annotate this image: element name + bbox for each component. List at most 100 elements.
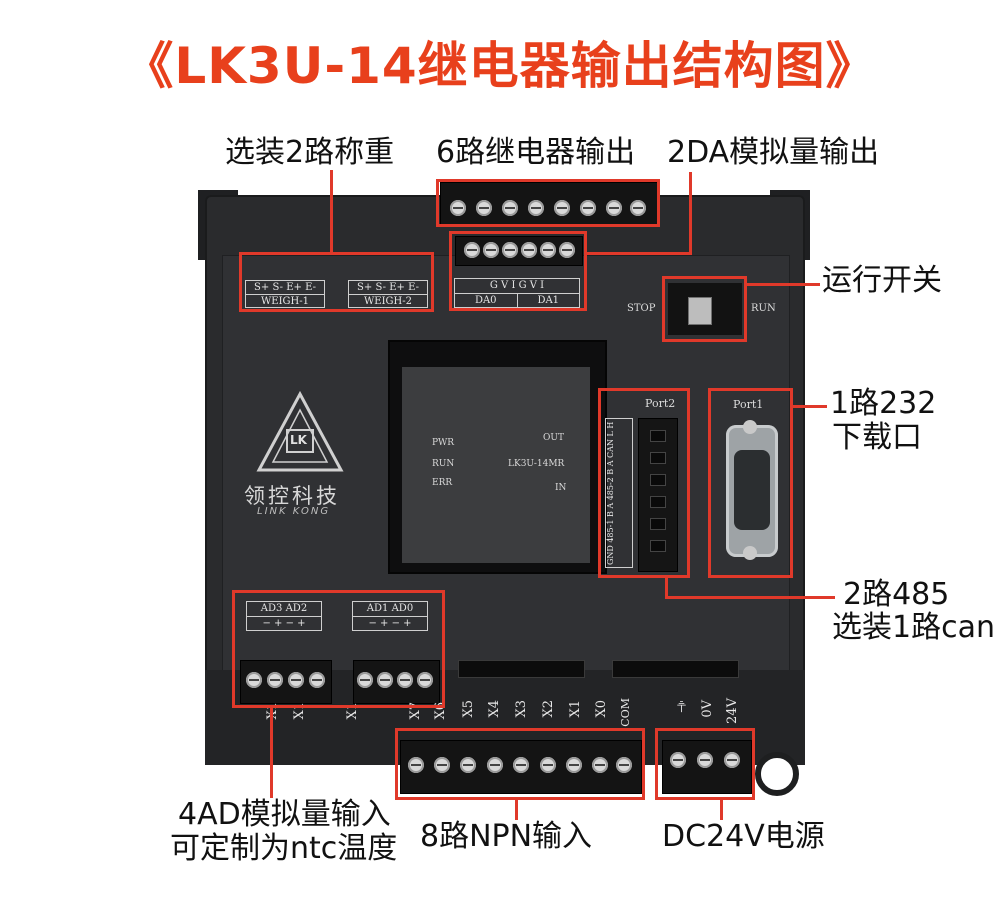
page-title: 《LK3U-14继电器输出结构图》 [123, 37, 877, 95]
connector-pin [650, 518, 666, 530]
da-silkscreen: G V I G V I DA0 DA1 [454, 278, 580, 308]
connector-pin [650, 430, 666, 442]
pwr-indicator: PWR [432, 438, 455, 448]
terminal-screw [246, 672, 262, 688]
terminal-screw [606, 200, 622, 216]
terminal-screw [476, 200, 492, 216]
expansion-slot [458, 660, 585, 678]
callout-rs485-line2: 选装1路can [832, 610, 995, 645]
callout-relay: 6路继电器输出 [436, 135, 636, 170]
db9-screw-top [743, 420, 757, 434]
leader-line [586, 252, 692, 255]
callout-power: DC24V电源 [662, 819, 825, 854]
ad-right-polarity: − + − + [368, 618, 412, 629]
terminal-screw [540, 757, 556, 773]
da-pin-labels: G V I G V I [455, 279, 579, 294]
leader-line [689, 172, 692, 254]
db9-screw-bottom [743, 546, 757, 560]
terminal-screw [487, 757, 503, 773]
terminal-screw [397, 672, 413, 688]
callout-rs232-line2: 下载口 [832, 420, 922, 455]
logo-mark: LK [290, 433, 307, 447]
terminal-screw [288, 672, 304, 688]
input-label-x4: X4 [487, 700, 502, 718]
terminal-screw [580, 200, 596, 216]
callout-rs485-line1: 2路485 [843, 577, 950, 612]
terminal-screw [417, 672, 433, 688]
connector-pin [650, 540, 666, 552]
terminal-screw [450, 200, 466, 216]
input-label-x0: X0 [594, 700, 609, 718]
stop-label: STOP [627, 303, 656, 314]
ad-left-pins: AD3 AD2 [247, 602, 321, 617]
terminal-screw [724, 752, 740, 768]
da1-label: DA1 [537, 295, 560, 306]
connector-pin [650, 452, 666, 464]
run-label: RUN [751, 303, 776, 314]
terminal-screw [513, 757, 529, 773]
input-label-x2: X2 [541, 700, 556, 718]
terminal-screw [408, 757, 424, 773]
run-stop-switch[interactable] [688, 297, 712, 325]
terminal-screw [566, 757, 582, 773]
input-label-x3: X3 [514, 700, 529, 718]
lcd-screen [402, 367, 590, 563]
highlight-power [655, 728, 755, 800]
callout-switch: 运行开关 [822, 263, 942, 298]
input-label-x1: X1 [568, 700, 583, 718]
callout-da: 2DA模拟量输出 [667, 135, 880, 170]
terminal-screw [616, 757, 632, 773]
leader-line [515, 798, 518, 820]
terminal-screw [630, 200, 646, 216]
port2-label: Port2 [645, 397, 676, 410]
input-label-com: COM [619, 698, 632, 727]
weigh-2-silkscreen: S+ S- E+ E- WEIGH-2 [348, 280, 428, 308]
highlight-port2 [598, 388, 690, 578]
leader-line [270, 706, 273, 798]
highlight-relay-output [436, 179, 660, 227]
leader-line [665, 576, 668, 598]
logo-english-text: LINK KONG [257, 506, 331, 517]
24v-label: 24V [725, 698, 740, 724]
mounting-hole [755, 752, 799, 796]
weigh-1-silkscreen: S+ S- E+ E- WEIGH-1 [245, 280, 325, 308]
ad-right-silkscreen: AD1 AD0 − + − + [352, 601, 428, 631]
callout-ad-line1: 4AD模拟量输入 [178, 797, 391, 832]
err-indicator: ERR [432, 478, 453, 488]
callout-rs232-line1: 1路232 [830, 386, 937, 421]
leader-line [720, 798, 723, 820]
terminal-screw [697, 752, 713, 768]
highlight-weigh [239, 252, 434, 312]
connector-pin [650, 496, 666, 508]
ad-left-silkscreen: AD3 AD2 − + − + [246, 601, 322, 631]
in-indicator: IN [555, 483, 567, 493]
leader-line [330, 170, 333, 254]
highlight-da [449, 231, 587, 311]
terminal-screw [309, 672, 325, 688]
da0-label: DA0 [455, 294, 518, 308]
out-indicator: OUT [543, 433, 564, 443]
terminal-screw [521, 242, 537, 258]
highlight-ad [232, 590, 445, 708]
terminal-screw [528, 200, 544, 216]
model-label: LK3U-14MR [508, 459, 565, 469]
terminal-screw [464, 242, 480, 258]
terminal-screw [559, 242, 575, 258]
callout-npn: 8路NPN输入 [420, 819, 593, 854]
weigh-2-pins: S+ S- E+ E- [349, 281, 427, 295]
highlight-npn [395, 728, 645, 800]
input-label-x5: X5 [461, 700, 476, 718]
ground-label: ⏚ [676, 700, 691, 713]
terminal-screw [434, 757, 450, 773]
ad-right-pins: AD1 AD0 [353, 602, 427, 617]
run-indicator: RUN [432, 459, 455, 469]
highlight-port1 [708, 388, 793, 578]
weigh-2-label: WEIGH-2 [364, 296, 412, 307]
callout-ad-line2: 可定制为ntc温度 [170, 831, 398, 866]
terminal-screw [554, 200, 570, 216]
callout-weigh: 选装2路称重 [225, 135, 395, 170]
terminal-screw [502, 200, 518, 216]
connector-pin [650, 474, 666, 486]
expansion-slot [612, 660, 739, 678]
terminal-screw [670, 752, 686, 768]
